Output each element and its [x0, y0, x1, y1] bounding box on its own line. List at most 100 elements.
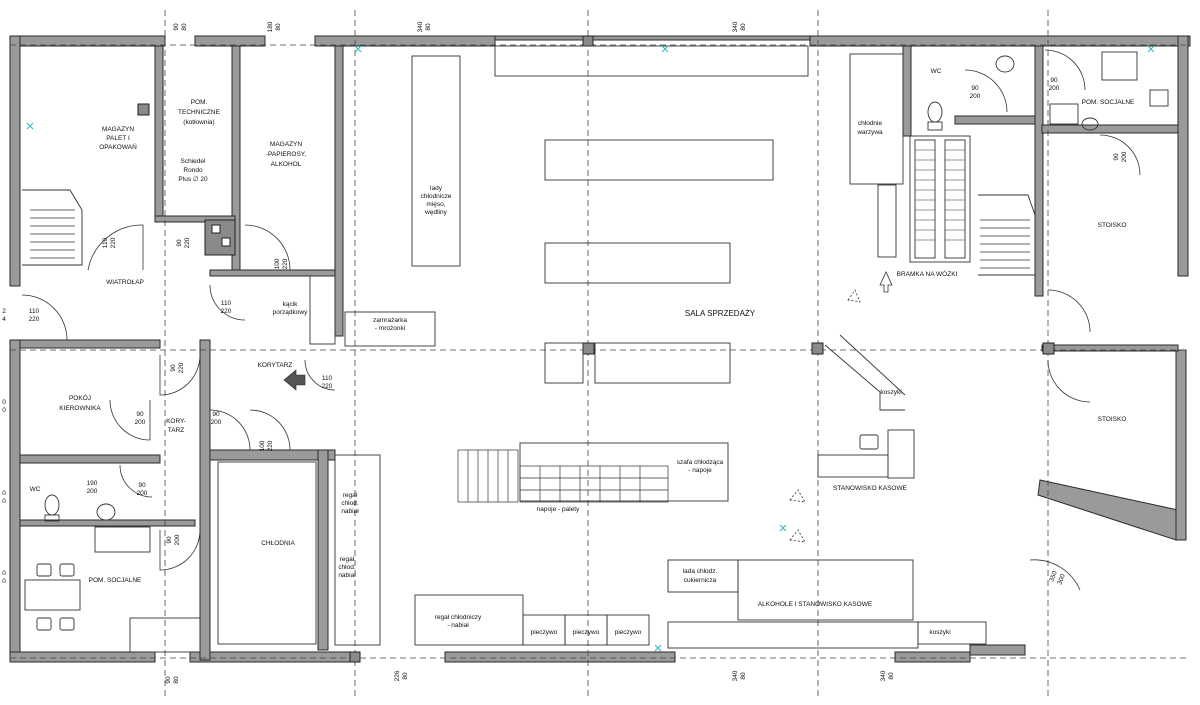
dim-90-80-top-a: 90 80 [173, 23, 188, 31]
dim-340-80-top-a: 340 80 [417, 21, 432, 32]
dim-line: 90 [136, 411, 144, 418]
dim-90-220-b: 90 220 [170, 362, 185, 373]
fixture-label-pieczywo-1: pieczywo [531, 629, 558, 636]
dim-90-200-a: 90 200 [135, 411, 146, 426]
fixture-label-koszyki-1: koszyki [880, 389, 901, 396]
label-line: POM. [191, 99, 208, 106]
dim-line: 0 [2, 490, 6, 497]
dim-line: 80 [740, 23, 747, 31]
fixture-label-regal-chlodniczy: regał chłodniczy - nabiał [435, 614, 482, 629]
label-line: PALET I [106, 135, 130, 142]
dim-line: 110 [102, 237, 109, 248]
label-line: lady [430, 185, 443, 192]
outer-walls [9, 35, 1191, 663]
room-label-magazyn-papierosy: MAGAZYN -PAPIEROSY, ALKOHOL [266, 141, 306, 168]
dim-line: 80 [888, 672, 895, 680]
dim-line: 220 [178, 362, 185, 373]
fixture-label-regal-1: regał chłod. nabiał [341, 492, 359, 515]
label-line: (kotłownia) [183, 119, 214, 126]
label-line: cukiernicza [684, 577, 717, 584]
label-line: - napoje [688, 467, 712, 474]
dim-350-300: 350 300 [1048, 570, 1066, 586]
pallets [457, 442, 729, 503]
dim-line: 340 [732, 670, 739, 681]
label-line: regał [343, 492, 358, 499]
columns [137, 35, 1055, 663]
dim-line: 80 [173, 676, 180, 684]
dim-line: 90 [1050, 77, 1058, 84]
label-line: KORY- [166, 418, 186, 425]
label-stanowisko-kasowe: STANOWISKO KASOWE [833, 485, 908, 492]
dim-line: 110 [322, 375, 333, 382]
dim-340-80-bot-b: 340 80 [880, 670, 895, 681]
dim-line: 90 [173, 23, 180, 31]
label-line: MAGAZYN [270, 141, 302, 148]
fixture-label-lady: lady chłodnicze mięso, wędliny [421, 185, 452, 216]
label-line: ALKOHOL [271, 161, 302, 168]
dim-110-220-c: 110 220 [221, 300, 232, 315]
label-line: lada chłodz. [683, 568, 718, 575]
dim-line: 90 [176, 239, 183, 247]
dim-side-c: 0 0 [2, 490, 6, 505]
label-alkohole: ALKOHOLE I STANOWISKO KASOWE [758, 601, 873, 608]
label-line: KIEROWNIKA [59, 405, 101, 412]
dim-110-220-a: 110 220 [102, 237, 117, 248]
label-line: -PAPIEROSY, [266, 151, 306, 158]
fixture-label-napoje-palety: napoje - palety [537, 506, 580, 513]
label-line: kącik [283, 301, 299, 308]
label-line: Schiedel [181, 158, 206, 165]
dim-line: 340 [417, 21, 424, 32]
dim-line: 220 [322, 383, 333, 390]
label-line: szafa chłodząca [677, 459, 724, 466]
dim-340-80-bot-a: 340 80 [732, 670, 747, 681]
label-line: nabiał [338, 572, 356, 579]
dim-line: 80 [275, 23, 282, 31]
dim-line: 100 [274, 258, 281, 269]
room-label-pom-socjalne-top: POM. SOCJALNE [1082, 99, 1135, 106]
dim-line: 220 [29, 316, 40, 323]
dim-line: 350 [1048, 570, 1058, 583]
room-label-boiler: Schiedel Rondo Plus ∅ 20 [178, 158, 208, 183]
label-line: TARZ [168, 427, 185, 434]
room-label-pom-techniczne: POM. TECHNICZNE (kotłownia) [178, 99, 221, 126]
fixture-label-regal-2: regał chłod. nabiał [338, 556, 356, 579]
dim-line: 100 [259, 440, 266, 451]
dim-line: 200 [1121, 151, 1128, 162]
dim-line: 200 [87, 488, 98, 495]
dim-90-200-c: 90 200 [137, 482, 148, 497]
stairs-left [22, 189, 83, 266]
room-label-wc-top: WC [931, 68, 942, 75]
label-line: nabiał [341, 508, 359, 515]
fixture-label-szafa: szafa chłodząca - napoje [677, 459, 724, 474]
label-line: - mrożonki [375, 325, 405, 332]
dim-line: 220 [267, 440, 274, 451]
dim-line: 180 [267, 21, 274, 32]
inner-walls [19, 45, 1179, 661]
fixture-label-koszyki-2: koszyki [929, 629, 950, 636]
dim-90-200-soc2: 90 200 [1113, 151, 1128, 162]
label-line: POKÓJ [69, 393, 91, 402]
dim-110-220-d: 110 220 [322, 375, 333, 390]
dim-line: 4 [2, 316, 6, 323]
dim-226-80-bot: 226 80 [394, 670, 409, 681]
label-bramka: BRAMKA NA WÓZKI [897, 269, 958, 278]
fixture-label-pieczywo-2: pieczywo [573, 629, 600, 636]
dim-110-220-b: 110 220 [29, 308, 40, 323]
structural-grid [10, 10, 1190, 700]
dim-side-d: 0 0 [2, 570, 6, 585]
dim-line: 110 [221, 300, 232, 307]
dim-line: 0 [2, 498, 6, 505]
label-line: Rondo [183, 167, 203, 174]
dim-line: 340 [880, 670, 887, 681]
room-label-chlodnia: CHŁODNIA [261, 540, 295, 547]
room-label-katek: kącik porządkowy [273, 301, 308, 316]
dim-line: 90 [971, 85, 979, 92]
dim-line: 220 [221, 308, 232, 315]
dim-line: 0 [2, 578, 6, 585]
dim-line: 80 [402, 672, 409, 680]
doors [21, 49, 1141, 591]
stairs-right [978, 194, 1036, 276]
dim-line: 200 [1049, 85, 1060, 92]
room-label-pokoj-kierownika: POKÓJ KIEROWNIKA [59, 393, 101, 412]
dim-100-220-b: 100 220 [259, 440, 274, 451]
